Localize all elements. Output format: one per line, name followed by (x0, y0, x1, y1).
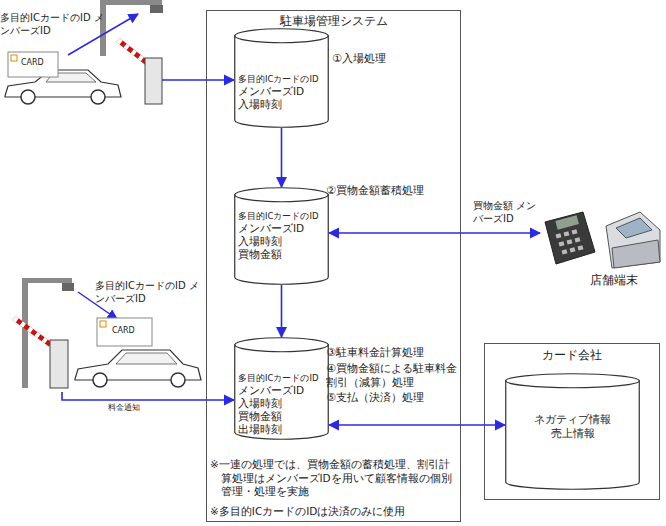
process-label: ⑤支払（決済）処理 (326, 391, 459, 405)
node-title: 店舗端末 (590, 273, 662, 288)
node-title: 駐車場管理システム (207, 14, 460, 29)
field-name: メンバーズID (238, 222, 328, 235)
text-group: ②買物金額蓄積処理 (326, 184, 461, 200)
database-cylinder: ネガティブ情報売上情報 (505, 373, 640, 490)
flow-arrow (162, 79, 234, 81)
external-system: ネガティブ情報売上情報 カード会社 (484, 343, 660, 500)
field-name: メンバーズID (238, 85, 328, 98)
text-group: 多目的ICカードのIDメンバーズID入場時刻買物金額 (238, 211, 328, 261)
process-label: ①入場処理 (332, 52, 452, 66)
process-label: ③駐車料金計算処理 (326, 346, 459, 360)
exit-gate-area: 多目的ICカードのID メンバーズID (0, 276, 200, 392)
exit-gate (14, 278, 74, 388)
ic-card (8, 52, 58, 77)
field-name: 出場時刻 (238, 423, 328, 436)
field-name: 買物金額 (238, 410, 328, 423)
text-group: ①入場処理 (332, 52, 452, 68)
field-name: 入場時刻 (238, 98, 328, 111)
text-group: 駐車場管理システム (207, 14, 460, 29)
field-name: 買物金額 (238, 248, 328, 261)
field-name: メンバーズID (238, 384, 328, 397)
cylinder-top (235, 338, 329, 352)
card-text: CARD (112, 326, 152, 336)
text-group: 多目的ICカードのID メンバーズID (0, 12, 104, 37)
cylinder-body (235, 35, 329, 127)
flow-arrow (329, 232, 540, 234)
database-cylinder: 多目的ICカードのIDメンバーズID入場時刻①入場処理 (234, 28, 329, 128)
field-name: 多目的ICカードのID (238, 74, 328, 85)
cylinder-body (235, 344, 329, 439)
database-cylinder: 多目的ICカードのIDメンバーズID入場時刻買物金額出場時刻③駐車料金計算処理④… (234, 337, 329, 440)
flow-arrow (62, 392, 234, 400)
field-name: 売上情報 (505, 427, 640, 441)
field-name: 多目的ICカードのID (238, 373, 328, 384)
field-name: 入場時刻 (238, 235, 328, 248)
car (75, 350, 201, 387)
text-group: ネガティブ情報売上情報 (505, 413, 640, 441)
cylinder-body (506, 380, 640, 489)
store-terminal: 店舗端末 (540, 205, 662, 293)
note: ※一連の処理では、買物金額の蓄積処理、割引計算処理はメンバーズIDを用いて顧客情… (210, 458, 458, 499)
note: ※多目的ICカードのIDは決済のみに使用 (210, 505, 458, 519)
database-cylinder: 多目的ICカードのIDメンバーズID入場時刻買物金額②買物金額蓄積処理 (234, 187, 329, 285)
field-name: 入場時刻 (238, 397, 328, 410)
edge-label: 買物金額 メンバーズID (473, 199, 545, 225)
card-reader (545, 212, 595, 264)
text-group: ③駐車料金計算処理 ④買物金額による駐車料金割引（減算）処理⑤支払（決済）処理 (326, 346, 459, 407)
node-title: 多目的ICカードのID メンバーズID (0, 12, 104, 37)
text-group: 多目的ICカードのIDメンバーズID入場時刻買物金額出場時刻 (238, 373, 328, 436)
system-boundary: 多目的ICカードのIDメンバーズID入場時刻①入場処理多目的ICカードのIDメン… (206, 10, 461, 522)
cylinder-top (235, 29, 329, 43)
cylinder-top (235, 188, 329, 202)
field-name: 多目的ICカードのID (238, 211, 328, 222)
process-label: ④買物金額による駐車料金割引（減算）処理 (326, 362, 459, 390)
text-group: 多目的ICカードのID メンバーズID (95, 280, 199, 305)
field-name: ネガティブ情報 (505, 413, 640, 427)
cylinder-top (506, 374, 640, 388)
flow-arrow (281, 128, 283, 187)
process-label: ②買物金額蓄積処理 (326, 184, 461, 198)
flow-arrow (329, 424, 505, 426)
text-group: 多目的ICカードのIDメンバーズID入場時刻 (238, 74, 328, 111)
node-title: 多目的ICカードのID メンバーズID (95, 280, 199, 305)
node-title: カード会社 (485, 348, 659, 363)
card-text: CARD (21, 58, 61, 68)
entry-gate-area: 多目的ICカードのID メンバーズID (0, 0, 162, 105)
flow-arrow (281, 285, 283, 337)
edge-label: 料金通知 (108, 403, 158, 413)
ic-card (97, 318, 152, 346)
cylinder-body (235, 194, 329, 284)
text-group: カード会社 (485, 348, 659, 363)
text-group: 店舗端末 (590, 273, 662, 288)
pos-terminal (606, 212, 660, 268)
